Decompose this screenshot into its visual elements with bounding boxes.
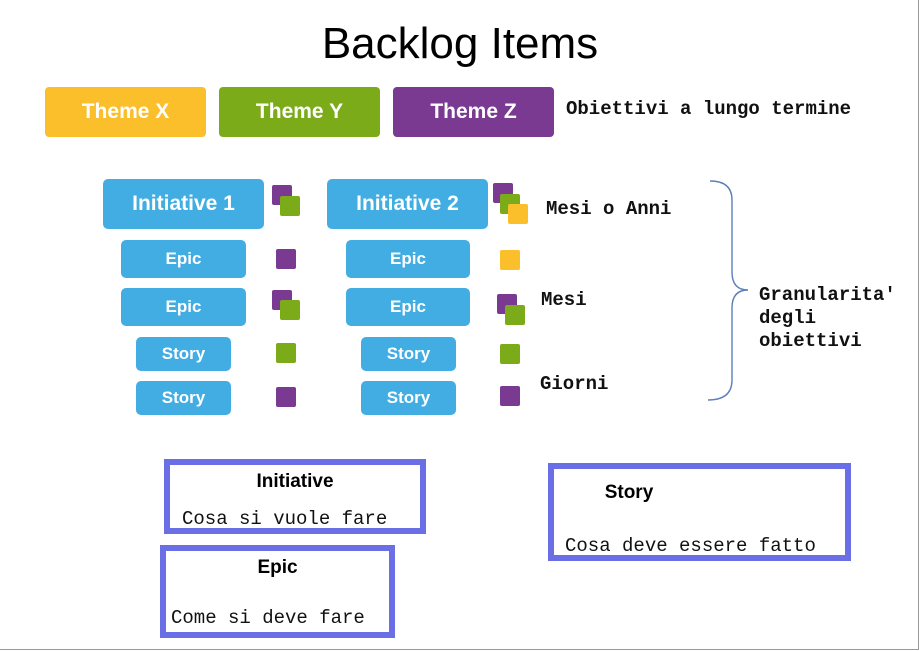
diagram-title: Backlog Items bbox=[321, 19, 599, 68]
definition-text: Cosa si vuole fare bbox=[182, 508, 388, 530]
theme-marker-yellow bbox=[500, 250, 520, 270]
epic-2b: Epic bbox=[346, 288, 470, 326]
story-2a: Story bbox=[361, 337, 456, 371]
definition-title: Initiative bbox=[256, 471, 334, 492]
level-days: Giorni bbox=[540, 373, 609, 395]
theme-y: Theme Y bbox=[219, 87, 380, 137]
epic-2a: Epic bbox=[346, 240, 470, 278]
epic-1b: Epic bbox=[121, 288, 246, 326]
theme-marker-purple bbox=[276, 249, 296, 269]
theme-marker-green bbox=[276, 343, 296, 363]
definition-text: Cosa deve essere fatto bbox=[565, 535, 816, 557]
theme-x: Theme X bbox=[45, 87, 206, 137]
definition-story: Story Cosa deve essere fatto bbox=[548, 463, 851, 561]
themes-caption: Obiettivi a lungo termine bbox=[566, 98, 852, 120]
definition-text: Come si deve fare bbox=[171, 607, 365, 629]
level-months: Mesi bbox=[541, 289, 587, 311]
theme-marker-green bbox=[505, 305, 525, 325]
story-1a: Story bbox=[136, 337, 231, 371]
initiative-2: Initiative 2 bbox=[327, 179, 488, 229]
definition-epic: Epic Come si deve fare bbox=[160, 545, 395, 638]
definition-title: Epic bbox=[257, 557, 298, 578]
story-2b: Story bbox=[361, 381, 456, 415]
theme-marker-purple bbox=[500, 386, 520, 406]
theme-marker-purple bbox=[276, 387, 296, 407]
granularity-label: Granularita' degli obiettivi bbox=[759, 284, 896, 352]
story-1b: Story bbox=[136, 381, 231, 415]
initiative-1: Initiative 1 bbox=[103, 179, 264, 229]
theme-marker-green bbox=[280, 300, 300, 320]
curly-brace bbox=[707, 180, 749, 401]
theme-marker-green bbox=[280, 196, 300, 216]
definition-title: Story bbox=[604, 482, 654, 503]
definition-initiative: Initiative Cosa si vuole fare bbox=[164, 459, 426, 534]
level-months-years: Mesi o Anni bbox=[546, 198, 672, 220]
epic-1a: Epic bbox=[121, 240, 246, 278]
theme-marker-yellow bbox=[508, 204, 528, 224]
theme-marker-green bbox=[500, 344, 520, 364]
theme-z: Theme Z bbox=[393, 87, 554, 137]
